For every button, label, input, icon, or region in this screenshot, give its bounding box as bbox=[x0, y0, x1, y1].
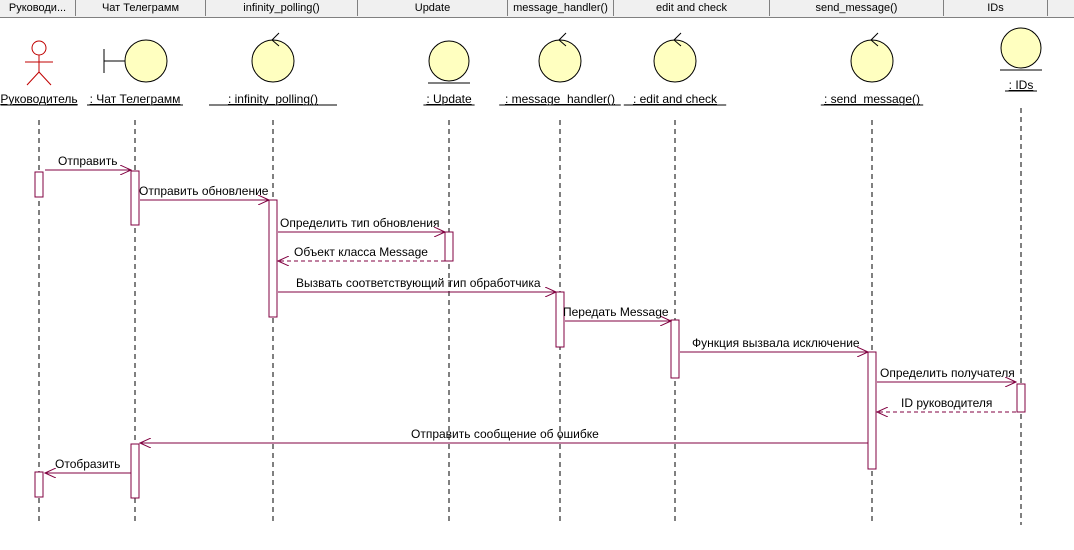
message-label[interactable]: Передать Message bbox=[563, 305, 669, 319]
participant-label-update[interactable]: : Update bbox=[426, 92, 472, 106]
column-header-bar: Руководи... Чат Телеграмм infinity_polli… bbox=[0, 0, 1074, 18]
message-label[interactable]: Отправить обновление bbox=[139, 184, 269, 198]
column-header-rukovoditel[interactable]: Руководи... bbox=[0, 0, 76, 16]
participant-label-ids[interactable]: : IDs bbox=[1009, 78, 1034, 92]
column-header-chat[interactable]: Чат Телеграмм bbox=[76, 0, 206, 16]
activation-bar[interactable] bbox=[34, 471, 44, 498]
control-icon[interactable] bbox=[653, 32, 697, 83]
participant-label-message-handler[interactable]: : message_handler() bbox=[505, 92, 615, 106]
participant-label-rukovoditel[interactable]: Руководитель bbox=[0, 92, 77, 106]
boundary-icon[interactable] bbox=[103, 39, 168, 83]
message-label[interactable]: Функция вызвала исключение bbox=[692, 336, 860, 350]
activation-bar[interactable] bbox=[867, 351, 877, 470]
column-header-message-handler[interactable]: message_handler() bbox=[508, 0, 614, 16]
column-header-update[interactable]: Update bbox=[358, 0, 508, 16]
column-header-ids[interactable]: IDs bbox=[944, 0, 1048, 16]
participant-label-chat-telegram[interactable]: : Чат Телеграмм bbox=[90, 92, 181, 106]
message-label[interactable]: Отправить bbox=[58, 154, 118, 168]
message-label[interactable]: Объект класса Message bbox=[294, 245, 428, 259]
message-label[interactable]: Отправить сообщение об ошибке bbox=[411, 427, 599, 441]
participant-label-send-message[interactable]: : send_message() bbox=[824, 92, 920, 106]
control-icon[interactable] bbox=[850, 32, 894, 83]
activation-bar[interactable] bbox=[34, 171, 44, 198]
column-header-send-message[interactable]: send_message() bbox=[770, 0, 944, 16]
control-icon[interactable] bbox=[538, 32, 582, 83]
activation-bar[interactable] bbox=[130, 170, 140, 226]
activation-bar[interactable] bbox=[670, 319, 680, 379]
activation-bar[interactable] bbox=[130, 443, 140, 499]
participant-label-infinity-polling[interactable]: : infinity_polling() bbox=[228, 92, 318, 106]
activation-bar[interactable] bbox=[268, 199, 278, 318]
entity-icon[interactable] bbox=[428, 40, 470, 84]
column-header-edit-and-check[interactable]: edit and check bbox=[614, 0, 770, 16]
message-label[interactable]: Определить тип обновления bbox=[280, 216, 439, 230]
activation-bar[interactable] bbox=[1016, 383, 1026, 413]
activation-bar[interactable] bbox=[444, 231, 454, 262]
actor-icon[interactable] bbox=[25, 40, 53, 86]
message-label[interactable]: Определить получателя bbox=[880, 366, 1015, 380]
control-icon[interactable] bbox=[251, 32, 295, 83]
activation-bar[interactable] bbox=[555, 291, 565, 348]
message-label[interactable]: Вызвать соответствующий тип обработчика bbox=[296, 276, 541, 290]
message-label[interactable]: Отобразить bbox=[55, 457, 120, 471]
message-label[interactable]: ID руководителя bbox=[901, 396, 992, 410]
entity-icon[interactable] bbox=[1000, 27, 1042, 71]
column-header-infinity-polling[interactable]: infinity_polling() bbox=[206, 0, 358, 16]
participant-label-edit-and-check[interactable]: : edit and check bbox=[633, 92, 718, 106]
